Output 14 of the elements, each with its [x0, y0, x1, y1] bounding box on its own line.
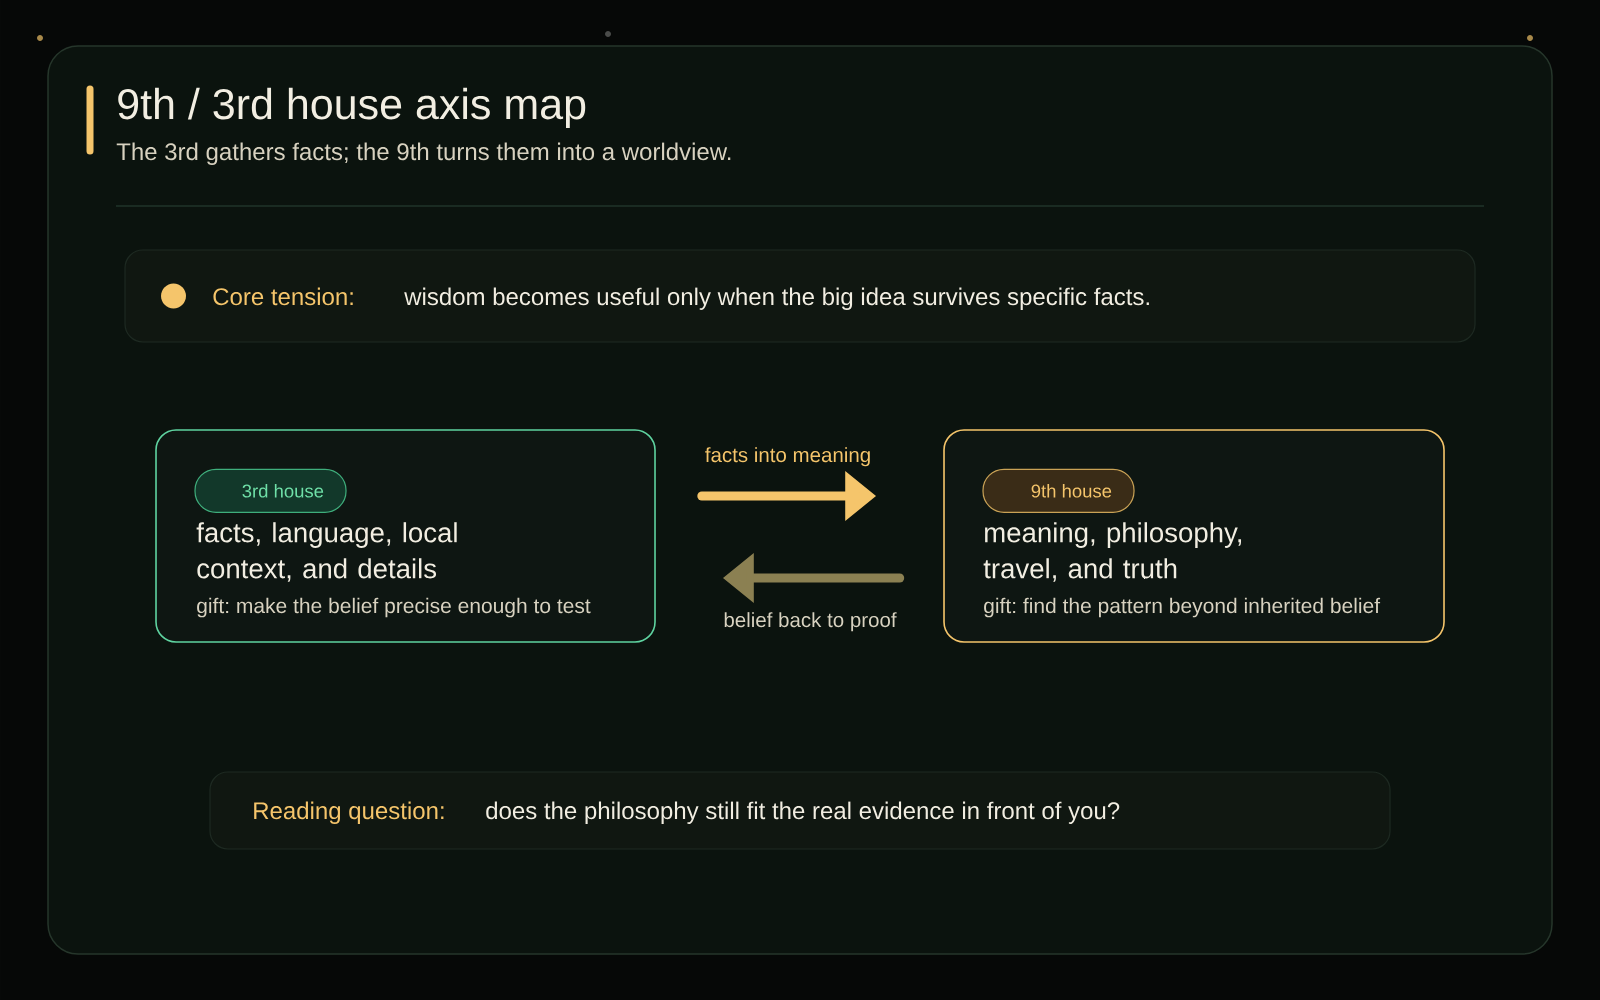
edge-label: belief back to proof	[724, 612, 897, 632]
body-text: does the philosophy still fit the real evidence in front of you?	[486, 801, 1120, 824]
tag-pill: 3rd house	[194, 468, 347, 513]
heading-text: meaning, philosophy, travel, and truth	[983, 522, 1241, 582]
subtitle-text: The 3rd gathers facts; the 9th turns them into a worldview.	[116, 142, 731, 165]
note-text: gift: find the pattern beyond inherited belief	[984, 597, 1381, 618]
note-text: gift: make the belief precise enough to test	[197, 597, 591, 618]
edge-label: facts into meaning	[705, 447, 870, 467]
heading-text: facts, language, local context, and details	[196, 522, 457, 582]
title: 9th / 3rd house axis map	[118, 87, 586, 128]
body-text: wisdom becomes useful only when the big idea survives specific facts.	[404, 287, 1149, 310]
heading-text: Core tension:	[213, 287, 353, 306]
tag-pill: 9th house	[982, 468, 1135, 513]
heading-text: Reading question:	[254, 801, 444, 824]
